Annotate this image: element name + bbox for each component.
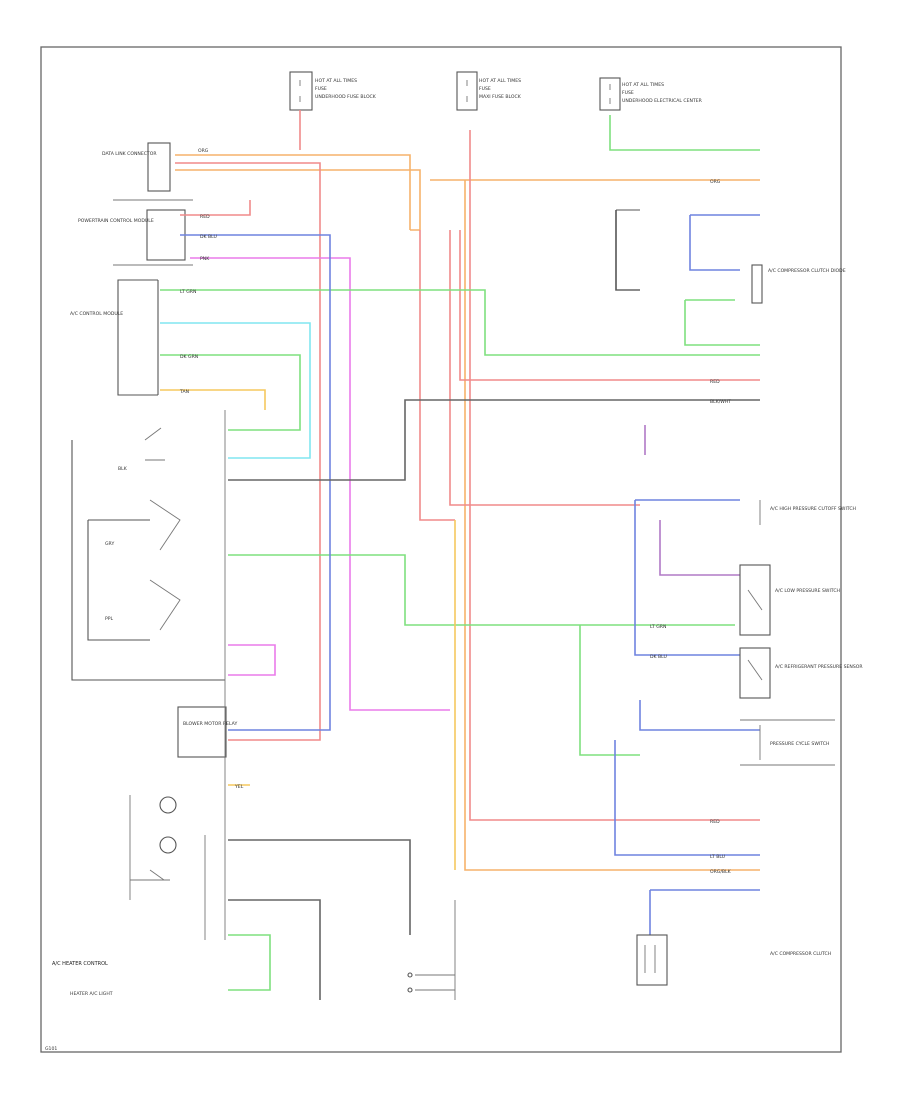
wire-tag-dkgrn: DK GRN xyxy=(180,354,198,360)
heater-ac-control-label: A/C HEATER CONTROL xyxy=(52,961,108,967)
wire-tag-blk-right: BLK/WHT xyxy=(710,399,731,405)
data-link-connector-label: DATA LINK CONNECTOR xyxy=(102,151,157,157)
wire-cyan xyxy=(160,322,311,459)
wire-green xyxy=(160,115,760,991)
wire-red xyxy=(175,110,760,821)
right-switch-box-1: A/C LOW PRESSURE SWITCH xyxy=(739,564,840,636)
pressure-cycle-label: PRESSURE CYCLE SWITCH xyxy=(770,741,829,747)
fuse-block-2-fuse: FUSE xyxy=(479,86,491,92)
wire-yellow xyxy=(160,389,456,870)
fuse-block-1-note: UNDERHOOD FUSE BLOCK xyxy=(315,94,377,100)
diagram-frame xyxy=(40,46,842,1053)
ac-control-module: A/C CONTROL MODULE xyxy=(70,279,159,396)
mode-switch: GRY PPL xyxy=(87,499,181,641)
ac-control-module-label: A/C CONTROL MODULE xyxy=(70,311,123,317)
wire-tag-yel: YEL xyxy=(234,784,244,790)
fuse-block-2-hot: HOT AT ALL TIMES xyxy=(479,78,521,84)
fuse-block-1-fuse: FUSE xyxy=(315,86,327,92)
fuse-block-1-hot: HOT AT ALL TIMES xyxy=(315,78,357,84)
mode-switch-label: GRY xyxy=(105,541,114,547)
data-link-connector: DATA LINK CONNECTOR xyxy=(102,142,171,192)
wire-violet xyxy=(644,425,740,576)
low-pressure-switch-label: A/C LOW PRESSURE SWITCH xyxy=(775,588,840,594)
wire-tag-pink: PNK xyxy=(200,256,210,262)
right-block-top xyxy=(615,209,640,290)
pressure-sensor-label: A/C REFRIGERANT PRESSURE SENSOR xyxy=(775,664,863,670)
wire-blue xyxy=(180,214,760,935)
wire-tag-ltgrn-right: LT GRN xyxy=(650,624,666,630)
wire-tag-org-blk: ORG/BLK xyxy=(710,869,732,875)
wire-tag-orange: ORG xyxy=(198,148,209,154)
wire-orange xyxy=(175,154,760,871)
wire-tag-orange-right: ORG xyxy=(710,179,721,185)
wire-tag-blu-right: LT BLU xyxy=(710,854,725,860)
wire-tag-ltgrn: LT GRN xyxy=(180,289,196,295)
wire-tag-red-right: RED xyxy=(710,379,720,385)
wire-tag-red-right-2: RED xyxy=(710,819,720,825)
right-switch-box-2: A/C REFRIGERANT PRESSURE SENSOR xyxy=(739,647,863,699)
right-connector-group: A/C HIGH PRESSURE CUTOFF SWITCH PRESSURE… xyxy=(740,500,856,766)
cutoff-switch-label: A/C HIGH PRESSURE CUTOFF SWITCH xyxy=(770,506,856,512)
right-relay-1: A/C COMPRESSOR CLUTCH DIODE xyxy=(751,264,846,304)
heater-ac-light-label: HEATER A/C LIGHT xyxy=(70,991,113,997)
ground-connector xyxy=(407,900,456,1000)
mode-switch-label-2: PPL xyxy=(105,616,114,622)
wire-tag-red: RED xyxy=(200,214,210,220)
fuse-block-3: HOT AT ALL TIMES FUSE UNDERHOOD ELECTRIC… xyxy=(599,77,703,111)
fuse-block-3-fuse: FUSE xyxy=(622,90,634,96)
wire-tag-dkblu: DK BLU xyxy=(200,234,217,240)
fuse-block-3-hot: HOT AT ALL TIMES xyxy=(622,82,664,88)
fuse-block-3-note: UNDERHOOD ELECTRICAL CENTER xyxy=(622,98,703,104)
footnote: G101 xyxy=(45,1046,57,1052)
wire-tag-tan: TAN xyxy=(179,389,189,395)
blower-switch: BLK xyxy=(71,427,225,681)
clutch-diode-label: A/C COMPRESSOR CLUTCH DIODE xyxy=(768,268,846,274)
powertrain-control-module: POWERTRAIN CONTROL MODULE xyxy=(78,199,193,266)
fuse-block-2: HOT AT ALL TIMES FUSE MAXI FUSE BLOCK xyxy=(456,71,522,111)
blower-switch-label: BLK xyxy=(118,466,128,472)
fuse-block-1: HOT AT ALL TIMES FUSE UNDERHOOD FUSE BLO… xyxy=(289,71,377,111)
wire-tag-dkblu-right: DK BLU xyxy=(650,654,667,660)
fuse-block-2-note: MAXI FUSE BLOCK xyxy=(479,94,522,100)
blower-relay-label: BLOWER MOTOR RELAY xyxy=(183,721,237,727)
compressor-clutch: A/C COMPRESSOR CLUTCH xyxy=(636,934,831,986)
wire-black xyxy=(228,210,760,1000)
lamp-group xyxy=(129,795,177,900)
blower-relay-box: BLOWER MOTOR RELAY xyxy=(177,706,237,758)
compressor-clutch-label: A/C COMPRESSOR CLUTCH xyxy=(770,951,831,957)
wire-pink xyxy=(190,257,450,711)
pcm-label: POWERTRAIN CONTROL MODULE xyxy=(78,218,154,224)
